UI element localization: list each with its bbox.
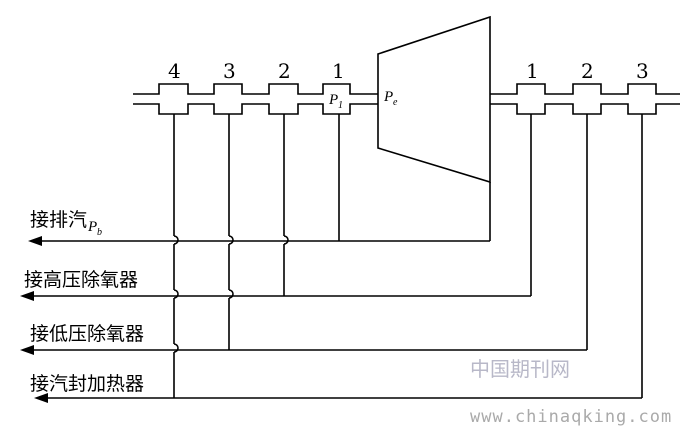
pressure-p1-label: P 1 <box>328 92 343 111</box>
left-gland-pipes <box>173 114 340 398</box>
watermark-url: www.chinaqking.com <box>470 407 672 427</box>
right-gland-number-3: 3 <box>636 59 649 83</box>
right-shaft <box>490 83 680 115</box>
pb-label: P <box>87 219 97 235</box>
right-gland-number-1: 1 <box>526 59 539 83</box>
left-gland-numbers: 4 3 2 1 <box>168 59 345 83</box>
left-gland-number-1: 1 <box>332 59 345 83</box>
pb-subscript: b <box>97 227 102 238</box>
right-gland-pipes <box>489 114 643 398</box>
hp-deaerator-label: 接高压除氧器 <box>24 269 138 291</box>
lp-deaerator-label: 接低压除氧器 <box>30 323 144 345</box>
left-gland-number-2: 2 <box>278 59 291 83</box>
svg-text:P: P <box>328 92 338 108</box>
svg-text:e: e <box>393 97 398 108</box>
right-gland-number-2: 2 <box>581 59 594 83</box>
watermark-site-name: 中国期刊网 <box>470 357 570 381</box>
outlet-lines <box>20 236 642 403</box>
pressure-pe-label: P e <box>383 89 398 108</box>
gland-heater-label: 接汽封加热器 <box>30 373 144 395</box>
left-gland-number-4: 4 <box>168 59 181 83</box>
svg-text:1: 1 <box>338 100 343 111</box>
right-gland-numbers: 1 2 3 <box>526 59 649 83</box>
svg-text:P: P <box>383 89 393 105</box>
left-gland-number-3: 3 <box>223 59 236 83</box>
left-shaft <box>133 83 378 115</box>
exhaust-outlet-label: 接排汽 <box>30 209 87 231</box>
